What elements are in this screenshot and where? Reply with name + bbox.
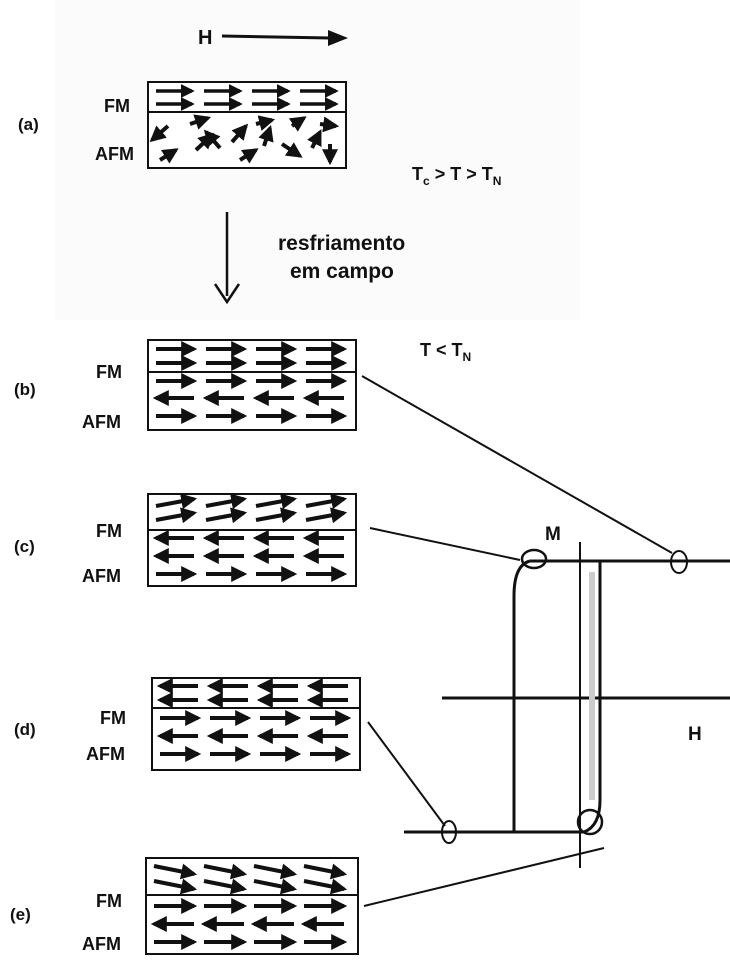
layer-box-d	[152, 678, 360, 770]
panel-label-c: (c)	[14, 537, 35, 556]
panel-b: (b) FM AFM	[14, 340, 356, 432]
connector-d	[368, 722, 445, 826]
fm-label-b: FM	[96, 362, 122, 382]
afm-label-e: AFM	[82, 934, 121, 954]
afm-label-a: AFM	[95, 144, 134, 164]
panel-label-a: (a)	[18, 115, 39, 134]
connectors	[362, 376, 672, 906]
fm-label-e: FM	[96, 891, 122, 911]
fm-label-c: FM	[96, 521, 122, 541]
panel-d: (d) FM AFM	[14, 678, 360, 770]
afm	[320, 124, 336, 126]
point-marker-c	[522, 550, 546, 568]
panel-c: (c) FM AFM	[14, 494, 356, 586]
fm-label-a: FM	[104, 96, 130, 116]
afm-label-b: AFM	[82, 412, 121, 432]
axis-label-m: M	[545, 524, 561, 545]
hysteresis-loop	[404, 542, 730, 868]
connector-b	[362, 376, 672, 553]
connector-c	[370, 528, 520, 560]
afm-label-d: AFM	[86, 744, 125, 764]
panel-e: (e) FM AFM	[10, 858, 358, 954]
cooling-label-line2: em campo	[290, 260, 394, 283]
cooling-label-line1: resfriamento	[278, 232, 405, 255]
condition-b: T < TN	[420, 340, 471, 364]
panel-label-b: (b)	[14, 380, 36, 399]
panel-label-d: (d)	[14, 720, 36, 739]
fm-label-d: FM	[100, 708, 126, 728]
field-label: H	[198, 27, 212, 49]
connector-e	[364, 848, 604, 906]
panel-label-e: (e)	[10, 905, 31, 924]
afm-label-c: AFM	[82, 566, 121, 586]
axis-label-h: H	[688, 724, 702, 745]
